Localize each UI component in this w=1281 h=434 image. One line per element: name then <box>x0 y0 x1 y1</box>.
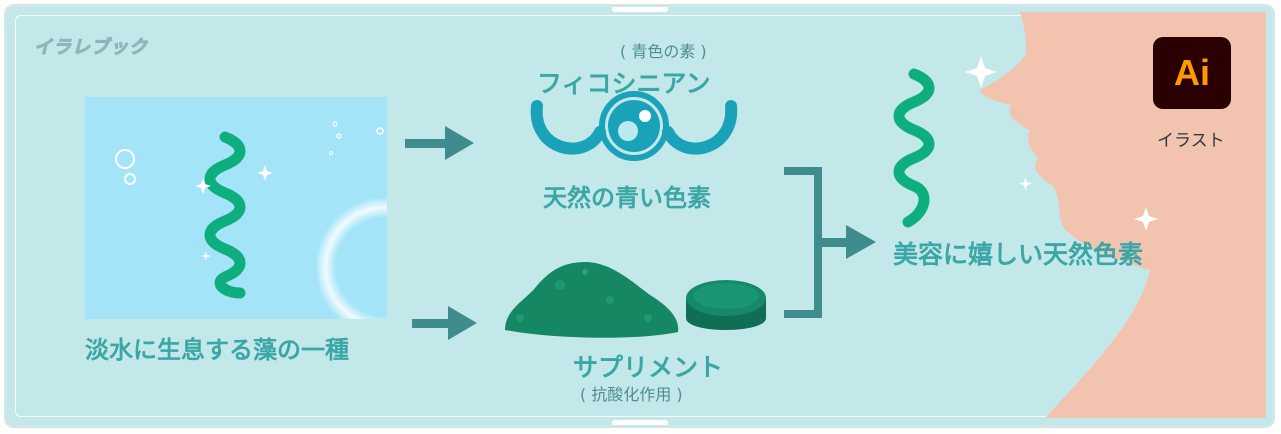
supplement-label: サプリメント <box>573 353 724 382</box>
brand-watermark: イラレブック <box>34 37 148 59</box>
supplement-sub-label: ( 抗酸化作用 ) <box>580 385 683 404</box>
sparkle-icon <box>1019 177 1032 190</box>
arrow-to-phycocyanin <box>405 126 474 160</box>
spirulina-algae-large <box>893 68 935 228</box>
ai-icon-text: Ai <box>1174 52 1210 93</box>
frame-top-tab <box>611 7 668 12</box>
blue-pigment-label: 天然の青い色素 <box>543 184 711 212</box>
adobe-illustrator-icon: Ai <box>1153 37 1231 109</box>
frame-bottom-tab <box>611 420 668 425</box>
phycocyanin-icon <box>530 91 738 161</box>
merge-bracket <box>784 167 822 318</box>
bubble <box>336 133 342 139</box>
arrow-to-beauty <box>818 225 876 259</box>
sparkle-icon <box>201 251 211 261</box>
phycocyanin-sub-label: ( 青色の素 ) <box>620 42 707 61</box>
sparkle-icon <box>195 178 211 194</box>
bubble <box>124 173 136 185</box>
arrow-to-supplement <box>412 306 477 340</box>
bubble <box>115 149 135 169</box>
supplement-tablet <box>686 280 766 330</box>
bubble <box>332 121 338 127</box>
sparkle-icon <box>257 165 273 181</box>
bubble <box>329 151 333 155</box>
algae-label: 淡水に生息する藻の一種 <box>85 336 349 364</box>
light-ring <box>315 197 387 319</box>
ai-icon-label: イラスト <box>1157 131 1225 151</box>
sparkle-icon <box>1134 207 1158 231</box>
sparkle-icon <box>965 56 997 88</box>
bubble <box>376 127 384 135</box>
water-illustration <box>115 121 387 319</box>
phycocyanin-label: フィコシニアン <box>537 69 711 98</box>
freshwater-panel <box>85 97 387 319</box>
spirulina-algae <box>204 131 246 299</box>
spirulina-powder-pile <box>505 262 679 338</box>
beauty-label: 美容に嬉しい天然色素 <box>893 240 1144 269</box>
